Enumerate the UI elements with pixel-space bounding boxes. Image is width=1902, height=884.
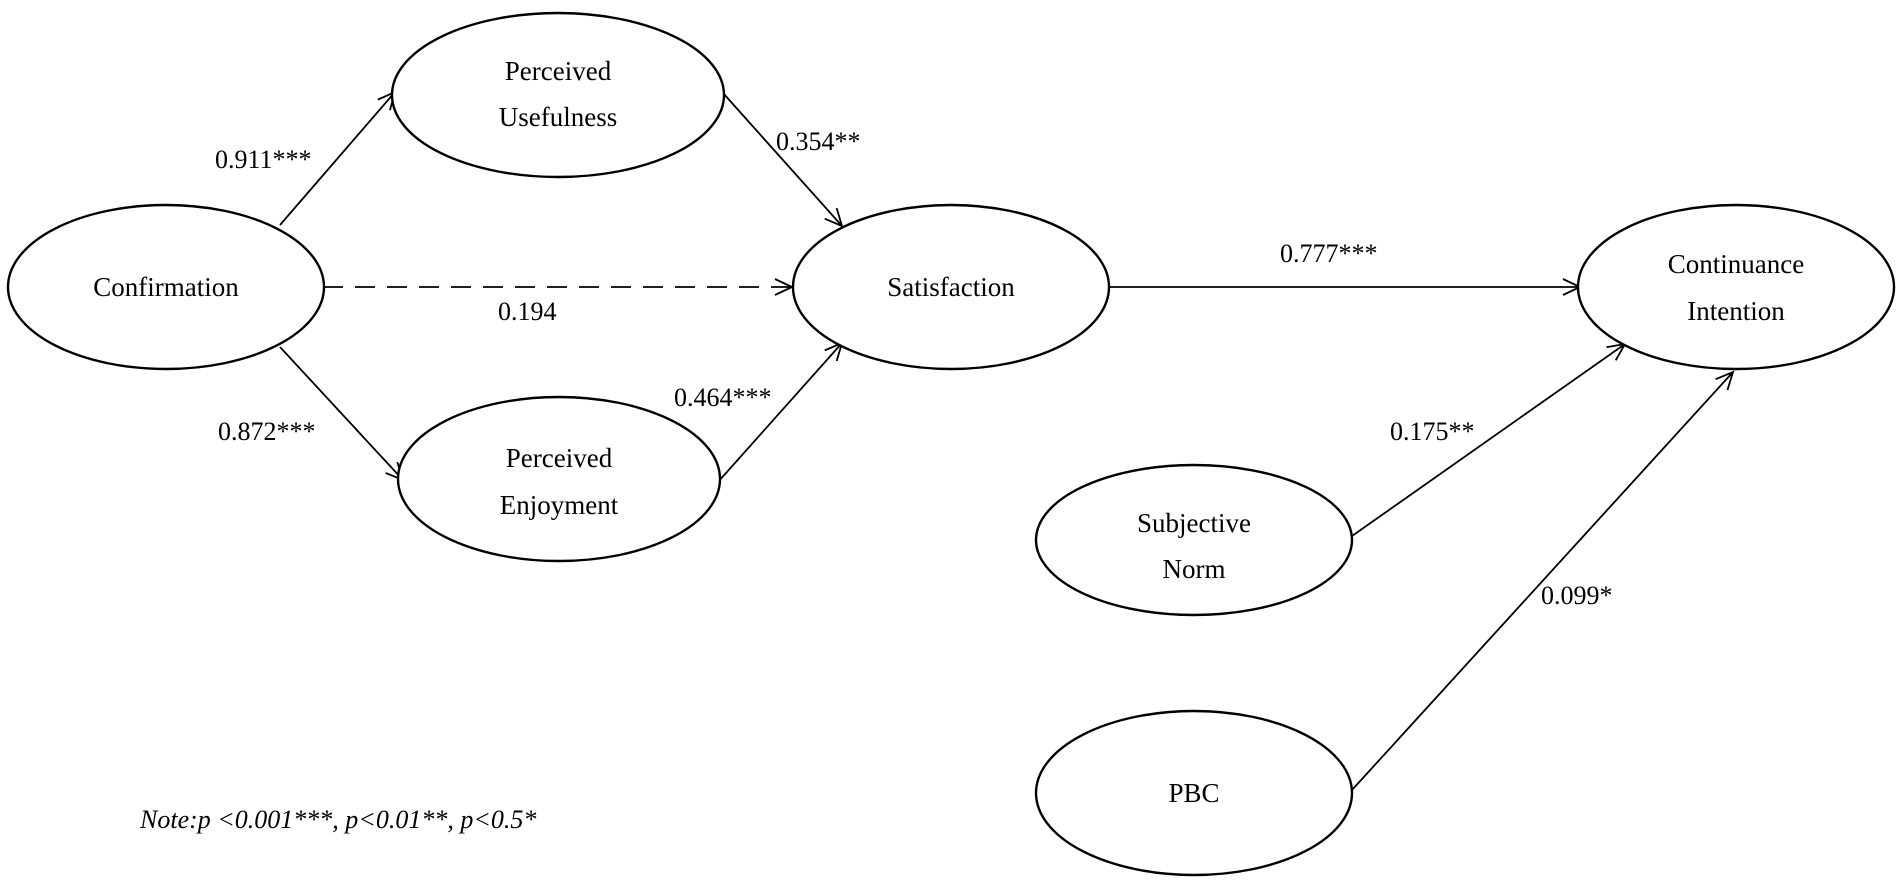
node-label-line: Perceived	[506, 443, 613, 473]
coef-confirmation-to-satisfaction: 0.194	[498, 297, 557, 326]
nodes: Perceived Usefulness Confirmation Satisf…	[6, 11, 1896, 877]
node-confirmation: Confirmation	[6, 203, 326, 371]
node-subjective-norm: Subjective Norm	[1034, 463, 1354, 617]
node-perceived-enjoyment: Perceived Enjoyment	[396, 395, 722, 563]
node-label-line: Confirmation	[93, 272, 239, 302]
edge-subjective-norm-to-continuance	[1351, 342, 1627, 537]
edges	[279, 90, 1735, 791]
node-label-line: PBC	[1168, 778, 1219, 808]
edge-confirmation-to-usefulness	[279, 90, 397, 226]
coef-usefulness-to-satisfaction: 0.354**	[776, 127, 861, 156]
node-continuance-intention: Continuance Intention	[1576, 203, 1896, 371]
coef-confirmation-to-enjoyment: 0.872***	[218, 417, 316, 446]
node-label-line: Satisfaction	[887, 272, 1015, 302]
node-perceived-usefulness: Perceived Usefulness	[390, 11, 726, 179]
coef-confirmation-to-usefulness: 0.911***	[215, 145, 312, 174]
edge-confirmation-to-enjoyment	[279, 346, 405, 482]
coef-subjective-norm-to-continuance: 0.175**	[1390, 417, 1475, 446]
node-label-line: Enjoyment	[500, 490, 619, 520]
node-label-line: Continuance	[1668, 249, 1804, 279]
edge-labels: 0.911*** 0.354** 0.194 0.872*** 0.464***…	[215, 127, 1613, 610]
node-label-line: Usefulness	[499, 102, 617, 132]
node-label-line: Norm	[1163, 554, 1226, 584]
node-label-line: Intention	[1687, 296, 1785, 326]
significance-note: Note:p <0.001***, p<0.01**, p<0.5*	[139, 805, 536, 834]
edge-usefulness-to-satisfaction	[722, 92, 844, 228]
coef-enjoyment-to-satisfaction: 0.464***	[674, 383, 772, 412]
node-label-line: Perceived	[505, 56, 612, 86]
coef-pbc-to-continuance: 0.099*	[1541, 581, 1613, 610]
node-label-line: Subjective	[1137, 508, 1251, 538]
edge-enjoyment-to-satisfaction	[717, 341, 844, 483]
node-pbc: PBC	[1034, 709, 1354, 877]
coef-satisfaction-to-continuance: 0.777***	[1280, 239, 1378, 268]
node-satisfaction: Satisfaction	[791, 203, 1111, 371]
edge-pbc-to-continuance	[1351, 370, 1735, 791]
